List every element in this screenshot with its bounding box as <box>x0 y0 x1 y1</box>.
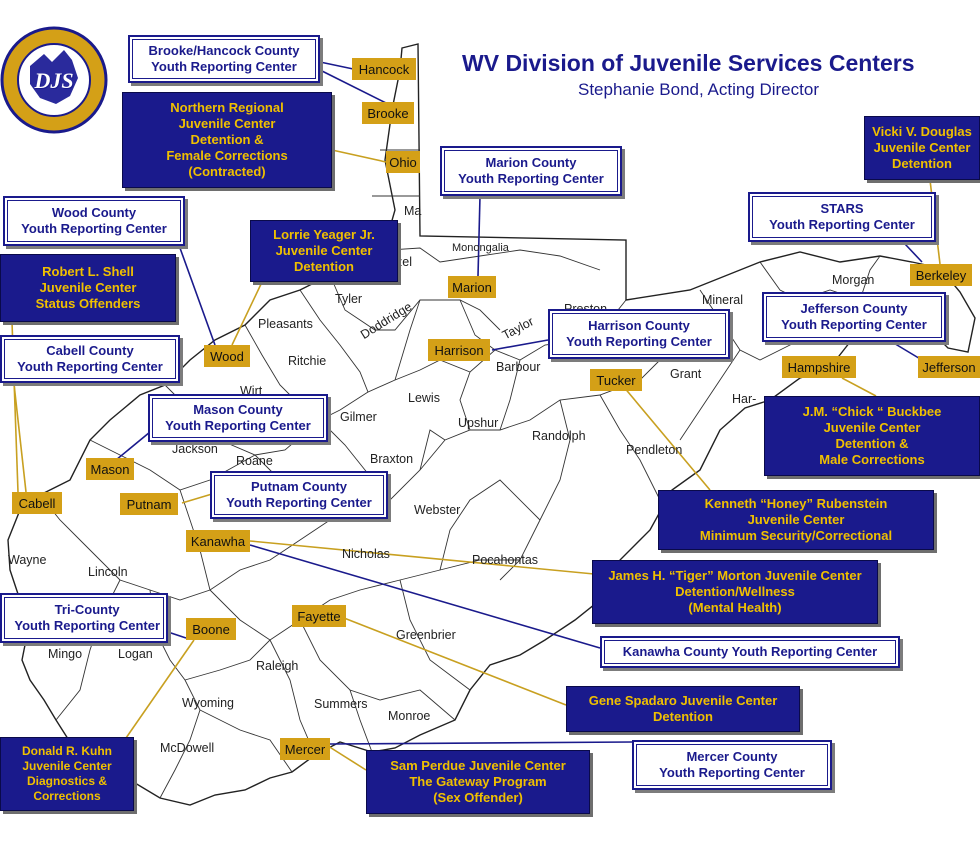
county-tag-harrison: Harrison <box>428 339 490 361</box>
page-title: WV Division of Juvenile Services Centers <box>462 50 915 76</box>
county-tag-jefferson: Jefferson <box>918 356 980 378</box>
county-tag-tucker: Tucker <box>590 369 642 391</box>
county-label-roane: Roane <box>236 454 273 468</box>
county-label-mingo: Mingo <box>48 647 83 661</box>
county-tag-putnam: Putnam <box>120 493 178 515</box>
county-tag-wood: Wood <box>204 345 250 367</box>
county-label-upshur: Upshur <box>458 416 499 430</box>
county-label-lincoln: Lincoln <box>88 565 128 579</box>
county-label-wetzel: zel <box>396 255 412 269</box>
county-tag-fayette: Fayette <box>292 605 346 627</box>
county-label-morgan: Morgan <box>832 273 875 287</box>
county-label-webster: Webster <box>414 503 461 517</box>
county-label-mineral: Mineral <box>702 293 743 307</box>
county-label-monroe: Monroe <box>388 709 431 723</box>
county-label-braxton: Braxton <box>370 452 414 466</box>
county-label-wyoming: Wyoming <box>182 696 234 710</box>
county-label-hardy: Har- <box>732 392 757 406</box>
facility-kanawha: Kanawha County Youth Reporting Center <box>600 636 900 668</box>
county-label-marshall: Ma <box>404 204 422 218</box>
county-label-barbour: Barbour <box>496 360 541 374</box>
county-tag-cabell: Cabell <box>12 492 62 514</box>
county-label-randolph: Randolph <box>532 429 586 443</box>
county-tag-mercer: Mercer <box>280 738 330 760</box>
county-tag-hampshire: Hampshire <box>782 356 856 378</box>
county-label-pleasants: Pleasants <box>258 317 313 331</box>
county-label-nicholas: Nicholas <box>342 547 390 561</box>
page-subtitle: Stephanie Bond, Acting Director <box>578 80 819 99</box>
county-tag-brooke: Brooke <box>362 102 414 124</box>
county-label-monongalia: Monongalia <box>452 242 509 254</box>
county-label-gilmer: Gilmer <box>340 410 377 424</box>
djs-seal <box>0 26 108 134</box>
county-tag-mason: Mason <box>86 458 134 480</box>
county-tag-marion: Marion <box>448 276 496 298</box>
county-label-logan: Logan <box>118 647 153 661</box>
county-label-pendleton: Pendleton <box>626 443 683 457</box>
county-label-jackson: Jackson <box>172 442 218 456</box>
county-label-pocahontas: Pocahontas <box>472 553 539 567</box>
county-label-tyler: Tyler <box>335 292 363 306</box>
county-label-mcdowell: McDowell <box>160 741 215 755</box>
county-label-ritchie: Ritchie <box>288 354 327 368</box>
seal-text: DJS <box>34 68 74 93</box>
county-label-greenbrier: Greenbrier <box>396 628 456 642</box>
county-tag-boone: Boone <box>186 618 236 640</box>
county-label-grant: Grant <box>670 367 702 381</box>
county-tag-hancock: Hancock <box>352 58 416 80</box>
county-label-raleigh: Raleigh <box>256 659 299 673</box>
county-tag-ohio: Ohio <box>386 151 420 173</box>
county-tag-berkeley: Berkeley <box>910 264 972 286</box>
county-label-summers: Summers <box>314 697 368 711</box>
connector-lines <box>11 61 941 771</box>
county-tag-kanawha: Kanawha <box>186 530 250 552</box>
county-label-lewis: Lewis <box>408 391 440 405</box>
county-label-wayne: Wayne <box>8 553 47 567</box>
